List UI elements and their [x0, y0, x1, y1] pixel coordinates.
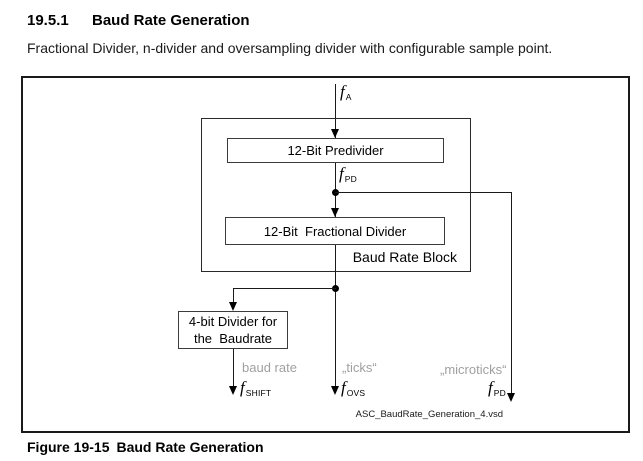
divider4-line2: the Baudrate — [193, 331, 273, 346]
figure-19-15-diagram: fA Baud Rate Block 12-Bit Predivider fPD… — [21, 76, 630, 433]
fpd-signal-label: fPD — [339, 164, 357, 184]
baud-rate-block-label: Baud Rate Block — [352, 249, 457, 265]
divider4-branch-hline — [233, 288, 336, 289]
section-title: Baud Rate Generation — [92, 12, 250, 29]
figure-caption-label: Figure 19-15 — [27, 439, 110, 455]
predivider-box: 12-Bit Predivider — [227, 138, 444, 163]
section-number: 19.5.1 — [27, 12, 69, 29]
source-file-note: ASC_BaudRate_Generation_4.vsd — [355, 409, 503, 420]
divider4-line1: 4-bit Divider for — [188, 314, 278, 329]
fpd-output-signal-label: fPD — [488, 378, 506, 398]
fa-arrowhead-icon — [331, 129, 339, 138]
microticks-branch-vline — [511, 192, 512, 394]
baud-rate-block-box — [201, 118, 471, 272]
figure-caption-title: Baud Rate Generation — [116, 439, 264, 455]
baudrate-line — [233, 349, 234, 387]
fa-signal-label: fA — [340, 82, 352, 102]
figure-caption: Figure 19-15 Baud Rate Generation — [27, 439, 264, 455]
fovs-signal-label: fOVS — [341, 378, 366, 398]
divider4-box: 4-bit Divider for the Baudrate — [178, 311, 288, 349]
fa-input-line — [335, 84, 336, 138]
ticks-line — [335, 245, 336, 387]
microticks-output-label: „microticks“ — [440, 362, 507, 377]
baud-rate-output-label: baud rate — [242, 360, 297, 375]
microticks-arrowhead-icon — [507, 393, 515, 402]
fractional-divider-box: 12-Bit Fractional Divider — [225, 217, 445, 245]
section-heading: 19.5.1 Baud Rate Generation — [27, 12, 250, 29]
microticks-branch-hline — [335, 192, 512, 193]
fshift-signal-label: fSHIFT — [240, 378, 272, 398]
intro-text: Fractional Divider, n-divider and oversa… — [27, 40, 553, 56]
ticks-arrowhead-icon — [331, 386, 339, 395]
fpd-arrowhead-icon — [331, 208, 339, 217]
divider4-branch-vline — [233, 288, 234, 304]
ticks-output-label: „ticks“ — [342, 360, 377, 375]
baudrate-arrowhead-icon — [229, 386, 237, 395]
divider4-arrowhead-icon — [229, 302, 237, 311]
